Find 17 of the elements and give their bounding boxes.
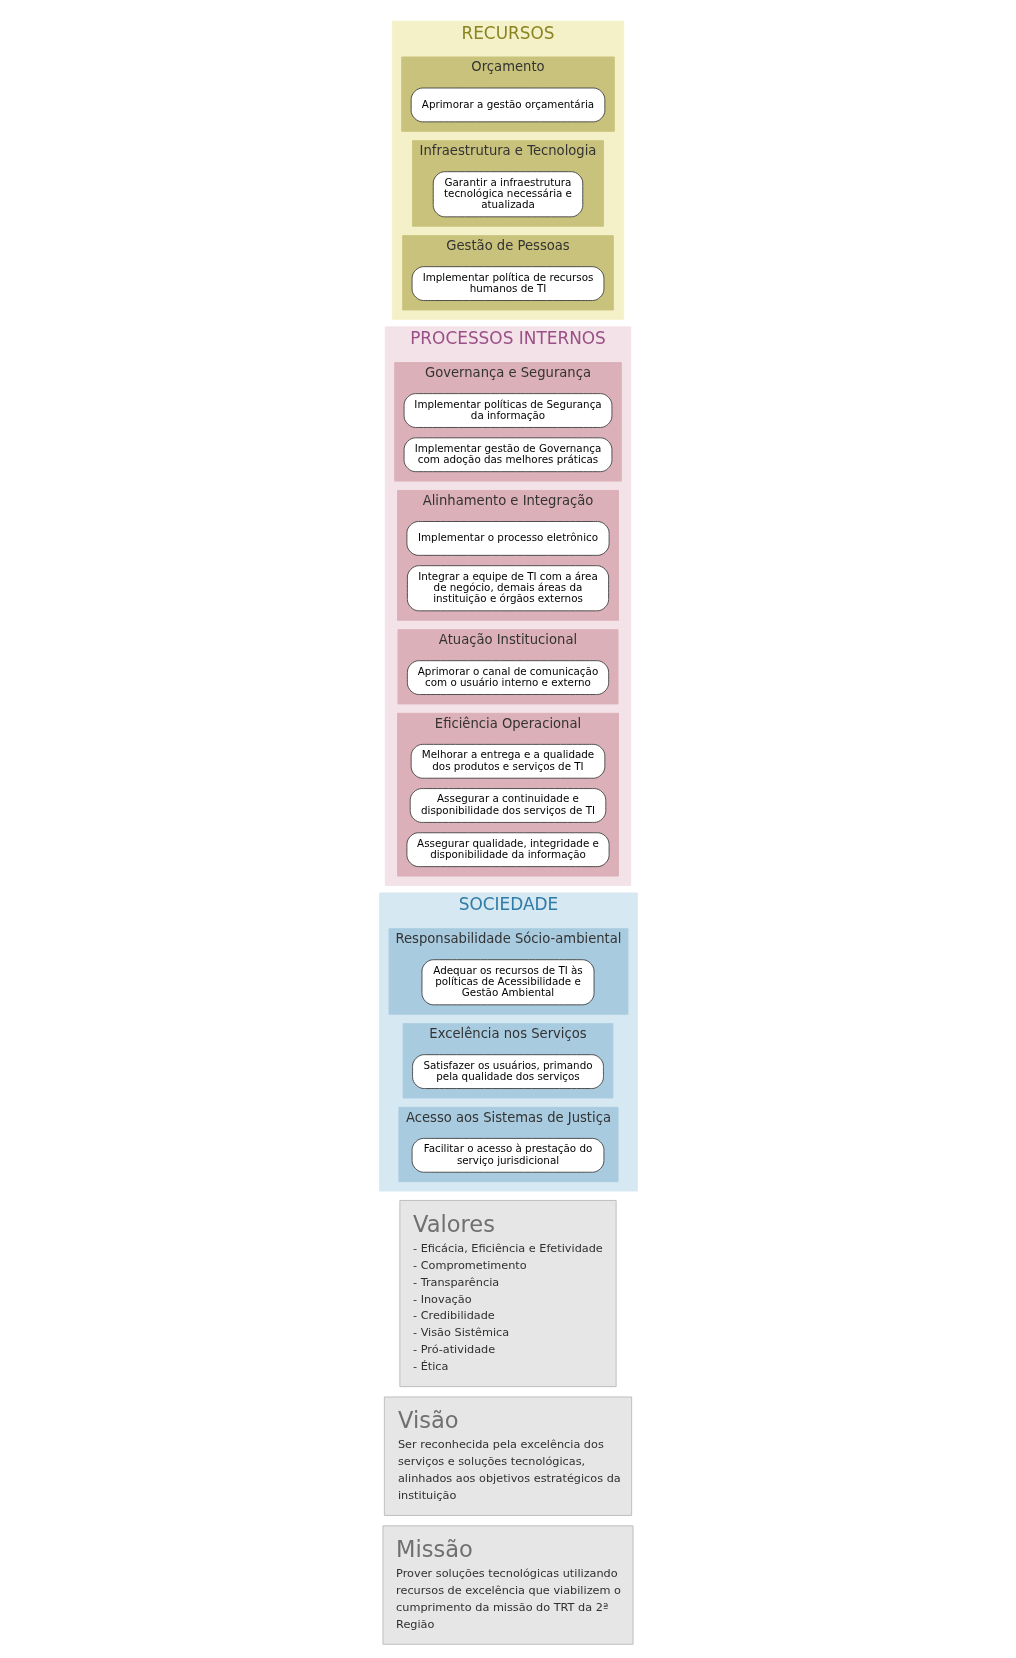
node-box: Visão Ser reconhecida pela excelência dos serviços e soluções tecnológicas, alinhados aos objetivos estratégicos da instituição	[383, 1396, 633, 1516]
node-box: Assegurar qualidade, integridade e disponibilidade da informação	[406, 832, 610, 868]
node-box: Implementar políticas de Segurança da informação	[403, 393, 613, 428]
node-box: Aprimorar o canal de comunicação com o usuário interno e externo	[406, 660, 610, 695]
node-box: Aprimorar a gestão orçamentária	[410, 87, 606, 123]
node-box: Implementar gestão de Governança com adoção das melhores práticas	[403, 437, 613, 473]
node-box: Adequar os recursos de TI às políticas de Acessibilidade e Gestão Ambiental	[421, 959, 595, 1006]
node-box: Melhorar a entrega e a qualidade dos produtos e serviços de TI	[410, 743, 606, 779]
node-box: Valores - Eficácia, Eficiência e Efetividade - Comprometimento - Transparência - Inovação - Credibilidade - Visão Sistêmica - Pró-atividade - Ética	[399, 1199, 617, 1388]
node-box: Implementar política de recursos humanos de TI	[411, 266, 605, 301]
node-box: Satisfazer os usuários, primando pela qualidade dos serviços	[412, 1054, 604, 1089]
node-box: Facilitar o acesso à prestação do serviço jurisdicional	[411, 1137, 605, 1173]
node-box: Integrar a equipe de TI com a área de negócio, demais áreas da instituição e órgãos externos	[406, 565, 610, 612]
node-box: Implementar o processo eletrônico	[406, 521, 610, 556]
node-box: Missão Prover soluções tecnológicas utilizando recursos de excelência que viabilizem o cumprimento da missão do TRT da 2ª Região	[382, 1525, 634, 1645]
node-box: Assegurar a continuidade e disponibilidade dos serviços de TI	[409, 788, 607, 823]
node-box: Garantir a infraestrutura tecnológica necessária e atualizada	[432, 171, 584, 218]
